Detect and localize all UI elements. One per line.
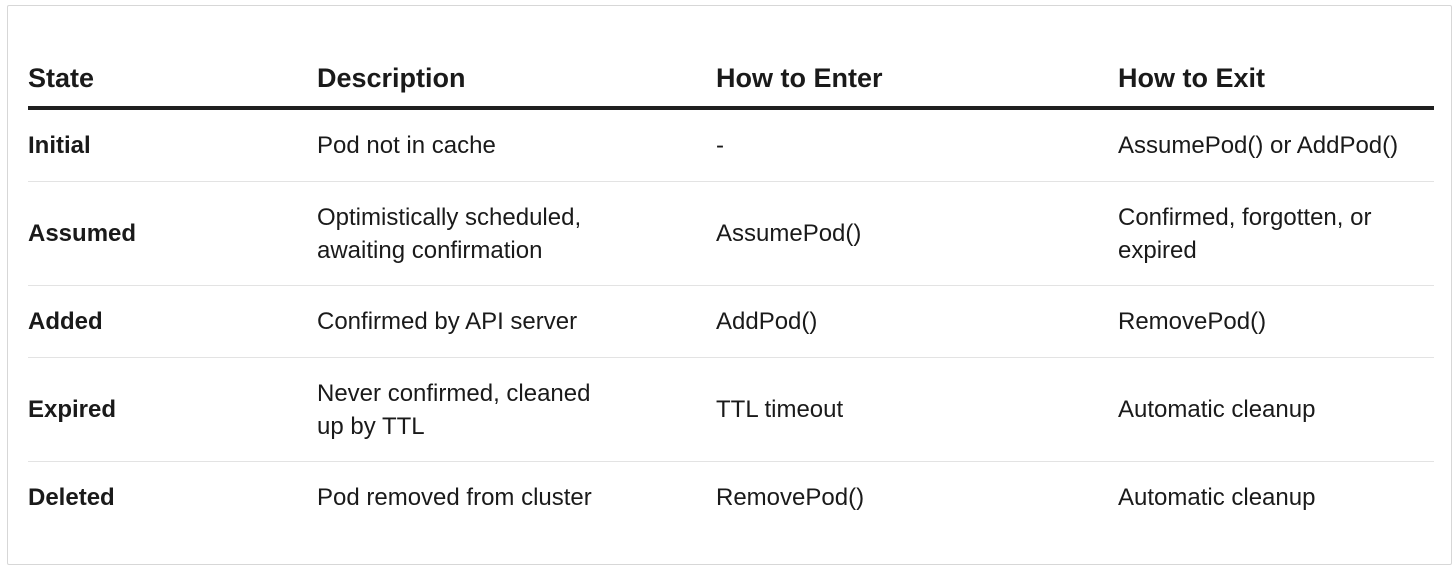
enter-line: RemovePod() [716, 484, 865, 511]
how-to-enter-cell: AssumePod() [716, 181, 1118, 286]
exit-line: Confirmed, forgotten, or [1118, 203, 1372, 231]
exit-line: Automatic cleanup [1118, 484, 1316, 511]
enter-line: AssumePod() [716, 220, 862, 247]
how-to-enter-cell: TTL timeout [716, 357, 1118, 462]
header-how-to-enter: How to Enter [716, 50, 1118, 110]
exit-line: RemovePod() [1118, 308, 1267, 335]
description-cell: Pod removed from cluster [317, 462, 716, 534]
pod-state-table: State Description How to Enter How to Ex… [28, 50, 1434, 533]
description-line: Pod removed from cluster [317, 484, 592, 511]
exit-line: Automatic cleanup [1118, 396, 1316, 423]
description-line: Confirmed by API server [317, 308, 578, 335]
description-line: up by TTL [317, 412, 425, 440]
how-to-enter-cell: RemovePod() [716, 462, 1118, 534]
how-to-exit-cell: Automatic cleanup [1118, 357, 1434, 462]
description-line: Optimistically scheduled, [317, 203, 582, 231]
how-to-exit-cell: Confirmed, forgotten, or expired [1118, 181, 1434, 286]
how-to-exit-cell: RemovePod() [1118, 285, 1434, 358]
header-state: State [28, 50, 317, 110]
enter-line: TTL timeout [716, 396, 844, 423]
table-header-row: State Description How to Enter How to Ex… [28, 50, 1434, 110]
how-to-exit-cell: AssumePod() or AddPod() [1118, 108, 1434, 182]
table-row: Initial Pod not in cache - AssumePod() o… [28, 108, 1434, 182]
description-cell: Optimistically scheduled, awaiting confi… [317, 181, 716, 286]
exit-line: AssumePod() or AddPod() [1118, 132, 1399, 159]
exit-line: expired [1118, 236, 1197, 264]
state-cell: Expired [28, 357, 317, 462]
description-line: awaiting confirmation [317, 236, 543, 264]
enter-line: - [716, 132, 724, 159]
description-cell: Never confirmed, cleaned up by TTL [317, 357, 716, 462]
state-cell: Assumed [28, 181, 317, 286]
how-to-enter-cell: AddPod() [716, 285, 1118, 358]
description-line: Pod not in cache [317, 132, 496, 159]
state-cell: Added [28, 285, 317, 358]
description-cell: Confirmed by API server [317, 285, 716, 358]
description-line: Never confirmed, cleaned [317, 379, 591, 407]
table-row: Expired Never confirmed, cleaned up by T… [28, 357, 1434, 462]
enter-line: AddPod() [716, 308, 818, 335]
table-row: Assumed Optimistically scheduled, awaiti… [28, 181, 1434, 286]
header-how-to-exit: How to Exit [1118, 50, 1434, 110]
state-cell: Deleted [28, 484, 115, 511]
table-row: Added Confirmed by API server AddPod() R… [28, 285, 1434, 358]
description-cell: Pod not in cache [317, 108, 716, 182]
header-description: Description [317, 50, 716, 110]
table-row: Deleted Pod removed from cluster RemoveP… [28, 462, 1434, 534]
how-to-exit-cell: Automatic cleanup [1118, 462, 1434, 534]
state-cell: Initial [28, 108, 317, 182]
how-to-enter-cell: - [716, 108, 1118, 182]
